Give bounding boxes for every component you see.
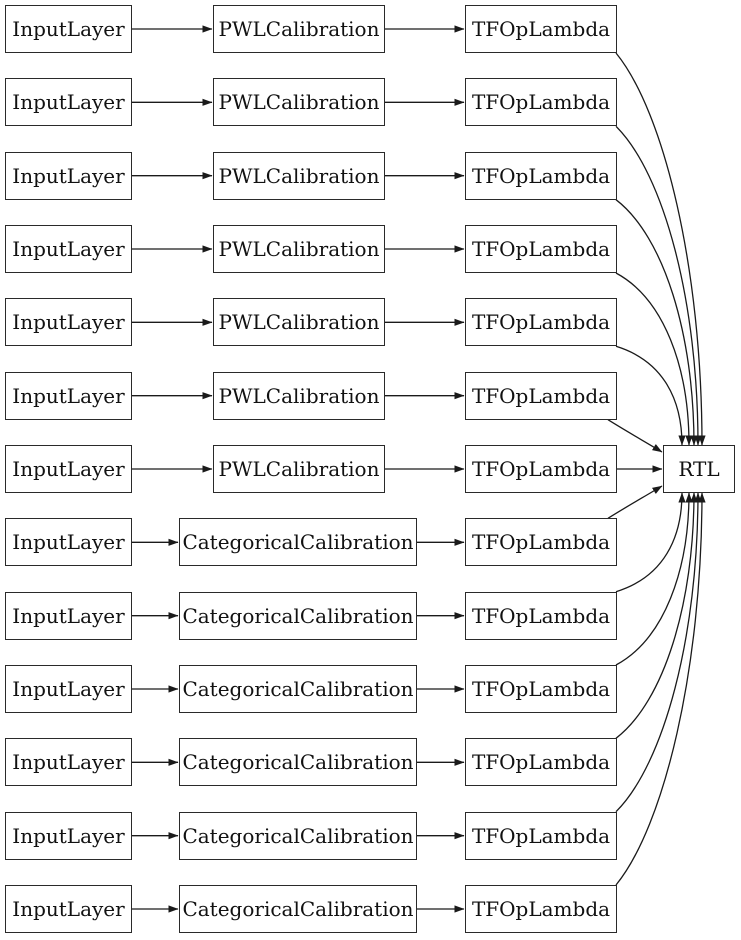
- node-lambda-0: TFOpLambda: [465, 5, 617, 53]
- node-lambda-4: TFOpLambda: [465, 298, 617, 347]
- node-input-2: InputLayer: [5, 151, 132, 200]
- node-calibration-6: PWLCalibration: [213, 445, 385, 493]
- node-input-5: InputLayer: [5, 371, 132, 420]
- node-input-3: InputLayer: [5, 225, 132, 273]
- node-calibration-1: PWLCalibration: [213, 78, 385, 127]
- node-lambda-11: TFOpLambda: [465, 811, 617, 860]
- node-lambda-8: TFOpLambda: [465, 591, 617, 640]
- node-lambda-5: TFOpLambda: [465, 371, 617, 420]
- edge-lambda-output-12: [615, 492, 706, 886]
- node-lambda-12: TFOpLambda: [465, 885, 617, 933]
- node-lambda-10: TFOpLambda: [465, 738, 617, 787]
- node-calibration-7: CategoricalCalibration: [179, 518, 417, 567]
- edge-lambda-output-4: [615, 345, 686, 446]
- edge-lambda-output-3: [615, 272, 693, 446]
- node-calibration-4: PWLCalibration: [213, 298, 385, 347]
- node-output: RTL: [663, 445, 735, 493]
- node-input-1: InputLayer: [5, 78, 132, 127]
- node-calibration-2: PWLCalibration: [213, 151, 385, 200]
- node-input-9: InputLayer: [5, 665, 132, 713]
- node-calibration-9: CategoricalCalibration: [179, 665, 417, 713]
- node-input-8: InputLayer: [5, 591, 132, 640]
- node-calibration-8: CategoricalCalibration: [179, 591, 417, 640]
- node-calibration-5: PWLCalibration: [213, 371, 385, 420]
- node-lambda-3: TFOpLambda: [465, 225, 617, 273]
- node-calibration-3: PWLCalibration: [213, 225, 385, 273]
- node-calibration-10: CategoricalCalibration: [179, 738, 417, 787]
- node-input-12: InputLayer: [5, 885, 132, 933]
- node-calibration-11: CategoricalCalibration: [179, 811, 417, 860]
- node-lambda-1: TFOpLambda: [465, 78, 617, 127]
- edge-lambda-output-8: [615, 492, 686, 593]
- edge-lambda-output-10: [615, 492, 698, 739]
- node-calibration-0: PWLCalibration: [213, 5, 385, 53]
- node-input-11: InputLayer: [5, 811, 132, 860]
- node-input-7: InputLayer: [5, 518, 132, 567]
- node-input-4: InputLayer: [5, 298, 132, 347]
- edge-lambda-output-9: [615, 492, 693, 666]
- node-lambda-6: TFOpLambda: [465, 445, 617, 493]
- edge-lambda-output-0: [615, 52, 706, 446]
- edge-lambda-output-11: [615, 492, 702, 813]
- node-input-0: InputLayer: [5, 5, 132, 53]
- node-lambda-9: TFOpLambda: [465, 665, 617, 713]
- node-input-6: InputLayer: [5, 445, 132, 493]
- node-input-10: InputLayer: [5, 738, 132, 787]
- edge-lambda-output-5: [607, 419, 663, 453]
- edge-lambda-output-1: [615, 125, 702, 446]
- node-lambda-7: TFOpLambda: [465, 518, 617, 567]
- node-calibration-12: CategoricalCalibration: [179, 885, 417, 933]
- edge-lambda-output-2: [615, 199, 698, 446]
- node-lambda-2: TFOpLambda: [465, 151, 617, 200]
- edge-lambda-output-7: [607, 485, 663, 519]
